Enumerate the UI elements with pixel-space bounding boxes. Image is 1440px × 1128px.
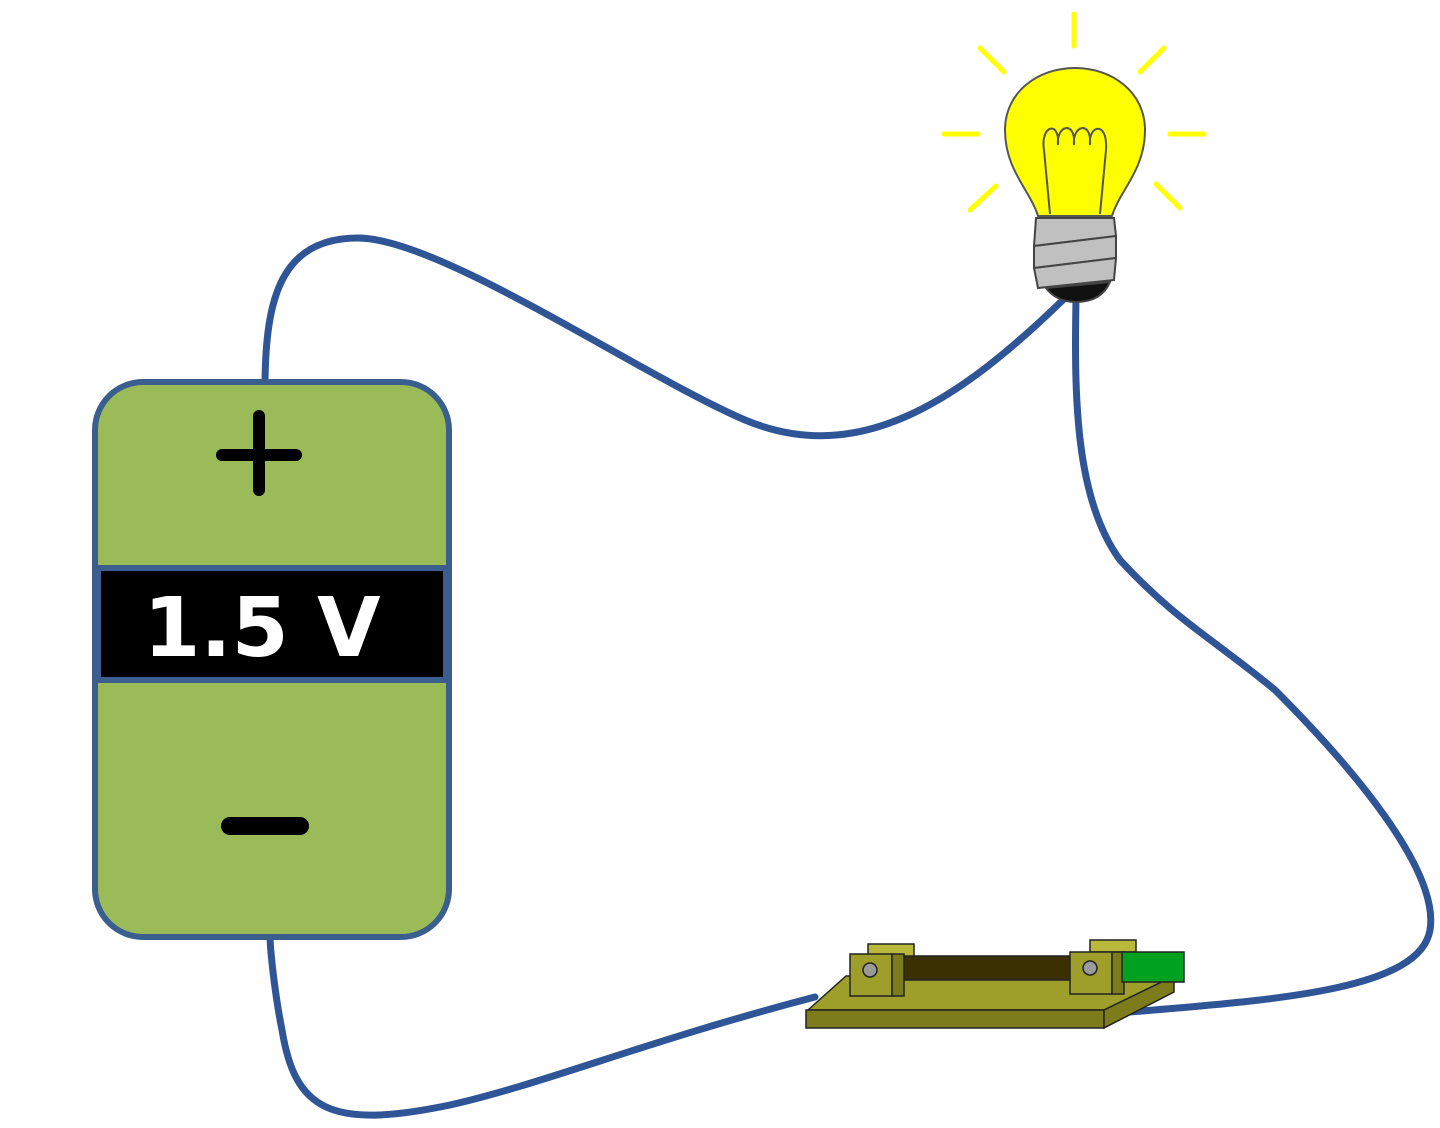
light-bulb [941, 11, 1207, 304]
screw-icon [862, 962, 878, 978]
wires [261, 234, 1435, 1119]
battery-label-band [95, 565, 449, 683]
light-rays [941, 11, 1207, 213]
light-ray [1137, 45, 1167, 75]
wire-battery-to-bulb [261, 234, 1069, 440]
light-ray [977, 45, 1007, 75]
switch-base-front [805, 1009, 1105, 1029]
knife-switch [805, 939, 1185, 1030]
battery-positive-symbol: + [216, 410, 302, 496]
switch-lever [879, 955, 1097, 981]
light-ray [967, 183, 999, 213]
switch-handle-tab [1121, 951, 1185, 983]
bulb-filament [1042, 127, 1108, 215]
light-ray [1153, 181, 1183, 211]
wire-switch-to-battery [266, 934, 819, 1119]
switch-right-terminal [1069, 939, 1137, 995]
switch-left-terminal [849, 943, 915, 997]
bulb-contact-tip [1044, 280, 1112, 304]
bulb-screw-base [1032, 217, 1118, 304]
wire-bulb-to-switch [1072, 296, 1435, 1016]
battery: 1.5 V + − [92, 379, 452, 940]
screw-icon [1082, 960, 1098, 976]
switch-base-side [1103, 974, 1175, 1030]
battery-voltage-label: 1.5 V [143, 581, 381, 676]
